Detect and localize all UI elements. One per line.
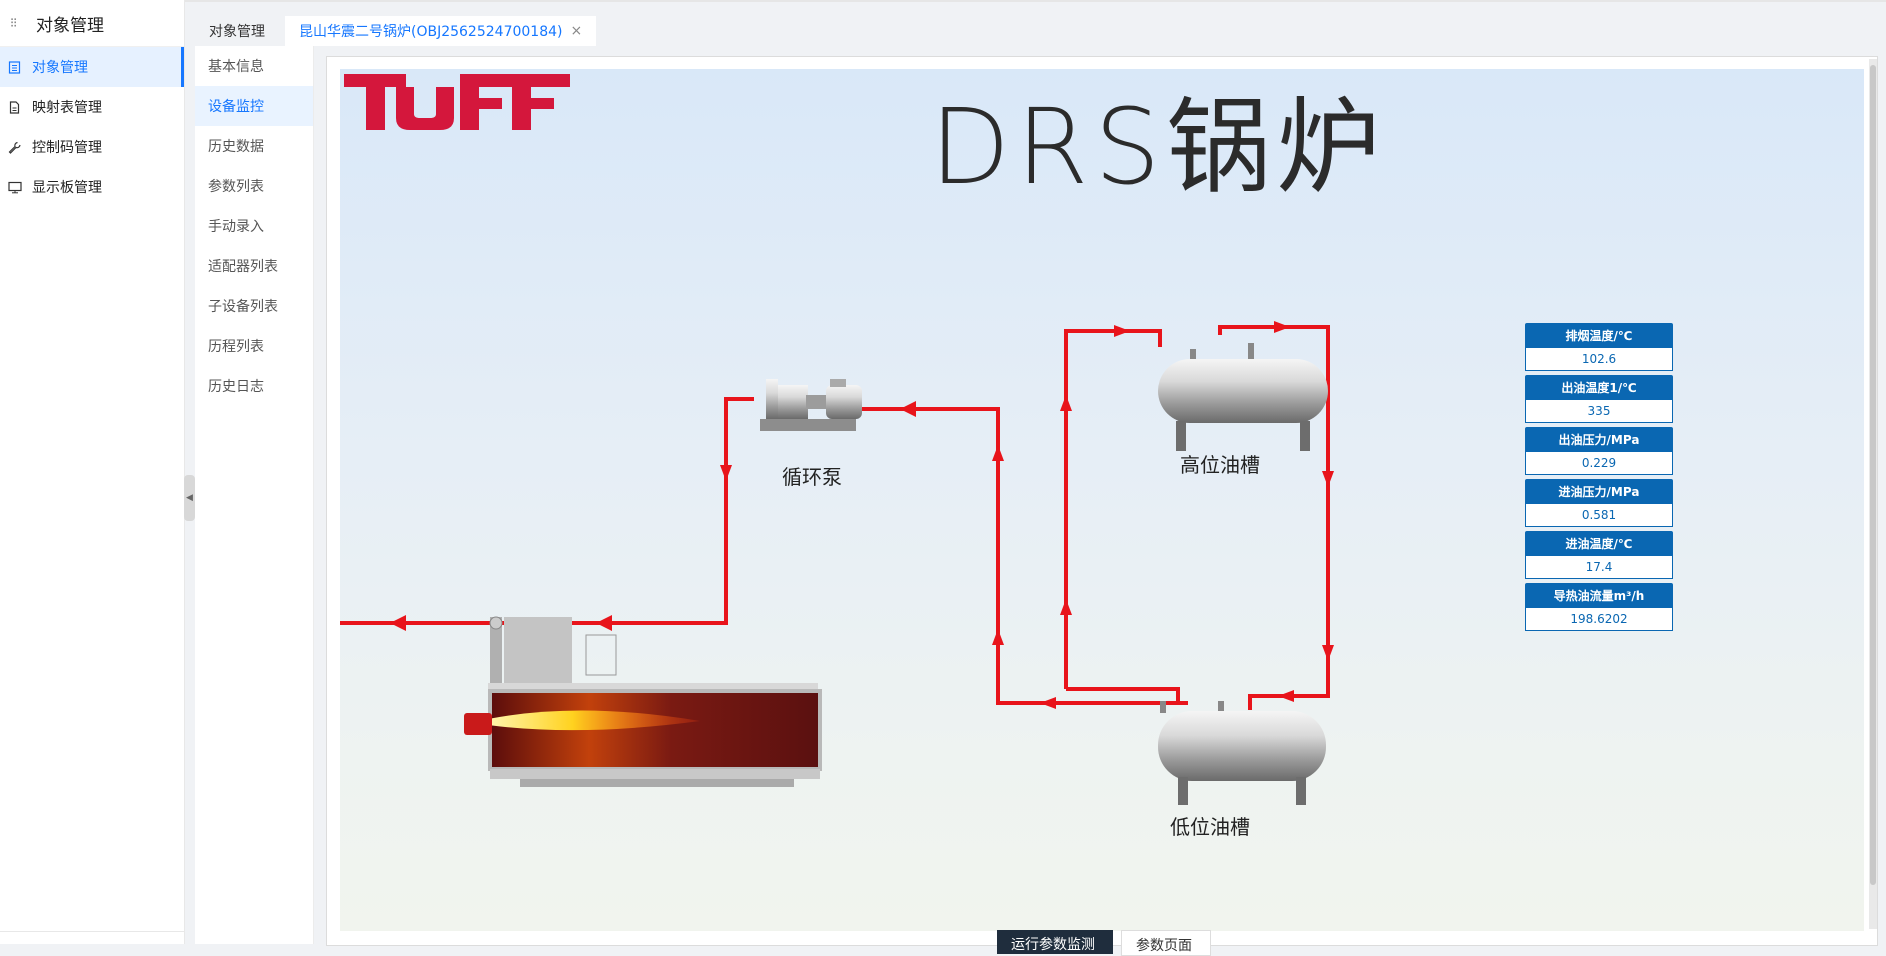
reading-card: 进油压力/MPa 0.581 (1525, 479, 1673, 527)
pump-label: 循环泵 (782, 465, 842, 489)
submenu-item-history-log[interactable]: 历史日志 (208, 379, 264, 395)
sidebar-title: 对象管理 (36, 15, 104, 36)
submenu-item-basic-info[interactable]: 基本信息 (208, 59, 264, 75)
sidebar-item-object-management[interactable]: 对象管理 (0, 47, 184, 87)
pipe-network (340, 321, 1334, 805)
scada-diagram: DRS锅炉 (340, 69, 1864, 931)
reading-value: 198.6202 (1525, 607, 1673, 631)
file-icon (8, 100, 32, 114)
apps-grid-icon[interactable]: ⁝⁝ (10, 15, 17, 31)
sidebar-item-label: 映射表管理 (32, 100, 102, 116)
high-tank-label: 高位油槽 (1180, 453, 1260, 477)
reading-card: 导热油流量m³/h 198.6202 (1525, 583, 1673, 631)
reading-value: 0.229 (1525, 451, 1673, 475)
reading-value: 0.581 (1525, 503, 1673, 527)
list-icon (8, 60, 32, 74)
sidebar-item-display-board[interactable]: 显示板管理 (0, 167, 184, 207)
tab-boiler-object[interactable]: 昆山华震二号锅炉(OBJ2562524700184) × (285, 16, 597, 46)
reading-card: 出油温度1/℃ 335 (1525, 375, 1673, 423)
reading-label: 进油压力/MPa (1525, 479, 1673, 503)
reading-label: 出油压力/MPa (1525, 427, 1673, 451)
low-oil-tank[interactable] (1158, 701, 1326, 805)
submenu-item-adapter-list[interactable]: 适配器列表 (208, 259, 278, 275)
close-icon[interactable]: × (570, 23, 583, 39)
sidebar-item-label: 对象管理 (32, 60, 88, 76)
tab-label: 对象管理 (209, 24, 265, 40)
tab-label: 昆山华震二号锅炉(OBJ2562524700184) (299, 24, 563, 40)
tab-bar: 对象管理 昆山华震二号锅炉(OBJ2562524700184) × (185, 0, 1886, 48)
reading-value: 17.4 (1525, 555, 1673, 579)
reading-value: 102.6 (1525, 347, 1673, 371)
sidebar-header: ⁝⁝ 对象管理 (0, 0, 184, 47)
tab-object-management[interactable]: 对象管理 (195, 16, 279, 46)
scrollbar-thumb[interactable] (1870, 65, 1876, 885)
submenu-item-param-list[interactable]: 参数列表 (208, 179, 264, 195)
tuff-logo (344, 74, 570, 130)
monitor-panel: DRS锅炉 (326, 56, 1878, 946)
collapse-submenu-handle[interactable]: ◀ (184, 475, 195, 521)
submenu-item-process-list[interactable]: 历程列表 (208, 339, 264, 355)
monitor-icon (8, 181, 32, 194)
reading-label: 进油温度/℃ (1525, 531, 1673, 555)
sidebar-item-mapping-table[interactable]: 映射表管理 (0, 87, 184, 127)
wrench-icon (8, 141, 32, 154)
vertical-scrollbar[interactable] (1869, 59, 1877, 929)
object-submenu: 基本信息 设备监控 历史数据 参数列表 手动录入 适配器列表 子设备列表 历程列… (195, 46, 314, 944)
submenu-item-manual-entry[interactable]: 手动录入 (208, 219, 264, 235)
reading-label: 出油温度1/℃ (1525, 375, 1673, 399)
reading-label: 排烟温度/℃ (1525, 323, 1673, 347)
chevron-left-icon: ◀ (186, 493, 193, 503)
reading-label: 导热油流量m³/h (1525, 583, 1673, 607)
left-sidebar: ⁝⁝ 对象管理 对象管理 映射表管理 控制码管理 显示板管理 (0, 0, 185, 944)
submenu-item-device-monitor[interactable]: 设备监控 (195, 86, 313, 126)
diagram-title: DRS锅炉 (930, 86, 1387, 208)
params-page-button[interactable]: 参数页面 (1121, 930, 1211, 956)
circulation-pump[interactable] (760, 379, 862, 431)
reading-card: 排烟温度/℃ 102.6 (1525, 323, 1673, 371)
sidebar-item-label: 控制码管理 (32, 140, 102, 156)
sidebar-item-control-code[interactable]: 控制码管理 (0, 127, 184, 167)
high-oil-tank[interactable] (1158, 343, 1328, 451)
reading-value: 335 (1525, 399, 1673, 423)
boiler[interactable] (464, 616, 822, 787)
submenu-item-history-data[interactable]: 历史数据 (208, 139, 264, 155)
sidebar-item-label: 显示板管理 (32, 180, 102, 196)
reading-card: 进油温度/℃ 17.4 (1525, 531, 1673, 579)
runtime-params-button[interactable]: 运行参数监测 (997, 930, 1113, 954)
low-tank-label: 低位油槽 (1170, 815, 1250, 839)
submenu-item-subdevice-list[interactable]: 子设备列表 (208, 299, 278, 315)
reading-card: 出油压力/MPa 0.229 (1525, 427, 1673, 475)
sidebar-footer (0, 931, 184, 944)
